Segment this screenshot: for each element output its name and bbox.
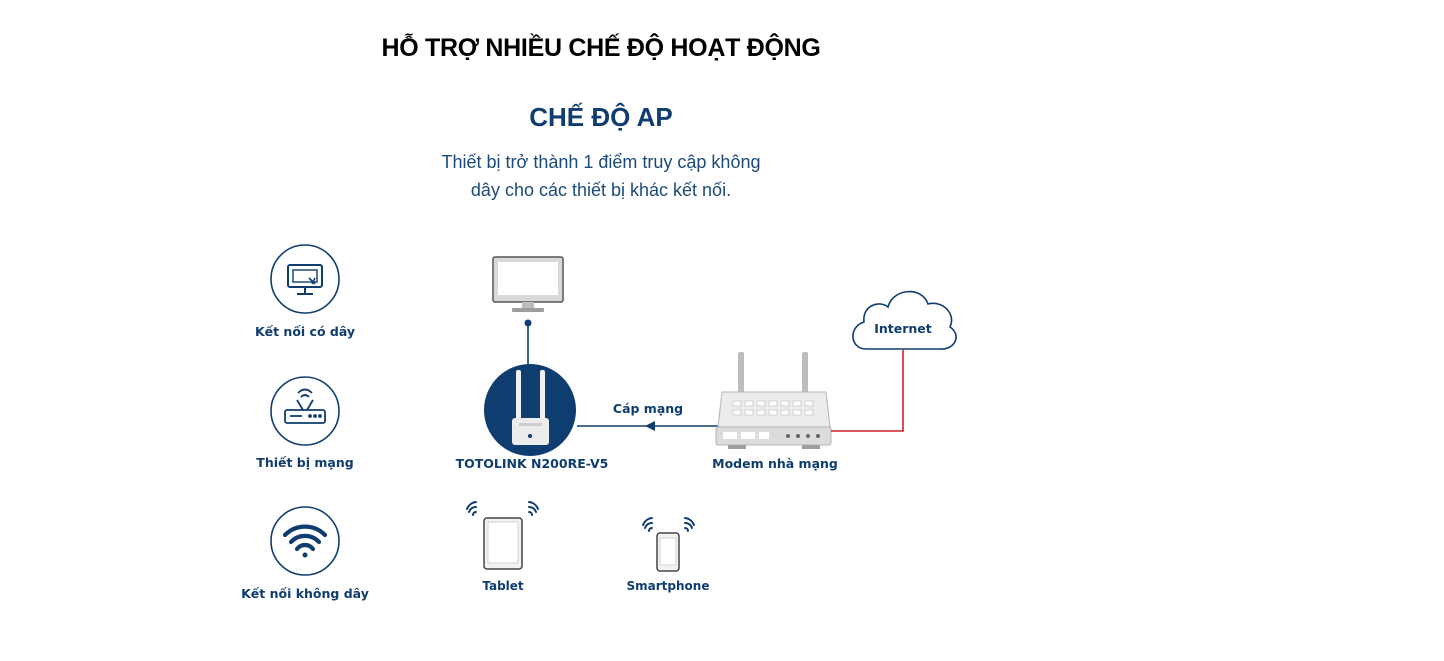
tablet-device — [466, 501, 539, 570]
wifi-icon — [282, 524, 328, 558]
wifi-signal-icon — [466, 501, 539, 516]
legend-wired-label: Kết nối có dây — [255, 324, 355, 339]
page-title: HỖ TRỢ NHIỀU CHẾ ĐỘ HOẠT ĐỘNG — [381, 34, 821, 62]
pc-router-link — [524, 319, 532, 368]
cable-label: Cáp mạng — [613, 401, 683, 416]
totolink-router — [484, 364, 576, 456]
legend-wired: Kết nối có dây — [255, 244, 355, 339]
modem-label: Modem nhà mạng — [712, 456, 838, 471]
wifi-signal-icon — [642, 517, 695, 532]
isp-modem — [715, 352, 832, 449]
internet-cloud — [852, 290, 957, 350]
smartphone-label: Smartphone — [627, 579, 710, 593]
router-label: TOTOLINK N200RE-V5 — [456, 456, 609, 471]
smartphone-device — [642, 517, 695, 572]
router-icon — [284, 388, 326, 424]
pc-monitor — [492, 256, 564, 312]
internet-modem-link — [831, 350, 904, 432]
legend-network-device: Thiết bị mạng — [256, 376, 354, 470]
legend-network-device-label: Thiết bị mạng — [256, 455, 353, 470]
modem-router-link — [577, 421, 718, 431]
monitor-icon — [287, 264, 323, 295]
mode-description: Thiết bị trở thành 1 điểm truy cập không… — [400, 148, 802, 204]
mode-description-line2: dây cho các thiết bị khác kết nối. — [470, 180, 732, 200]
legend-wireless: Kết nối không dây — [241, 506, 369, 601]
tablet-label: Tablet — [482, 579, 524, 593]
legend-wireless-label: Kết nối không dây — [241, 586, 369, 601]
mode-title: CHẾ ĐỘ AP — [529, 102, 673, 132]
mode-description-line1: Thiết bị trở thành 1 điểm truy cập không — [441, 152, 761, 172]
internet-label: Internet — [874, 321, 932, 336]
